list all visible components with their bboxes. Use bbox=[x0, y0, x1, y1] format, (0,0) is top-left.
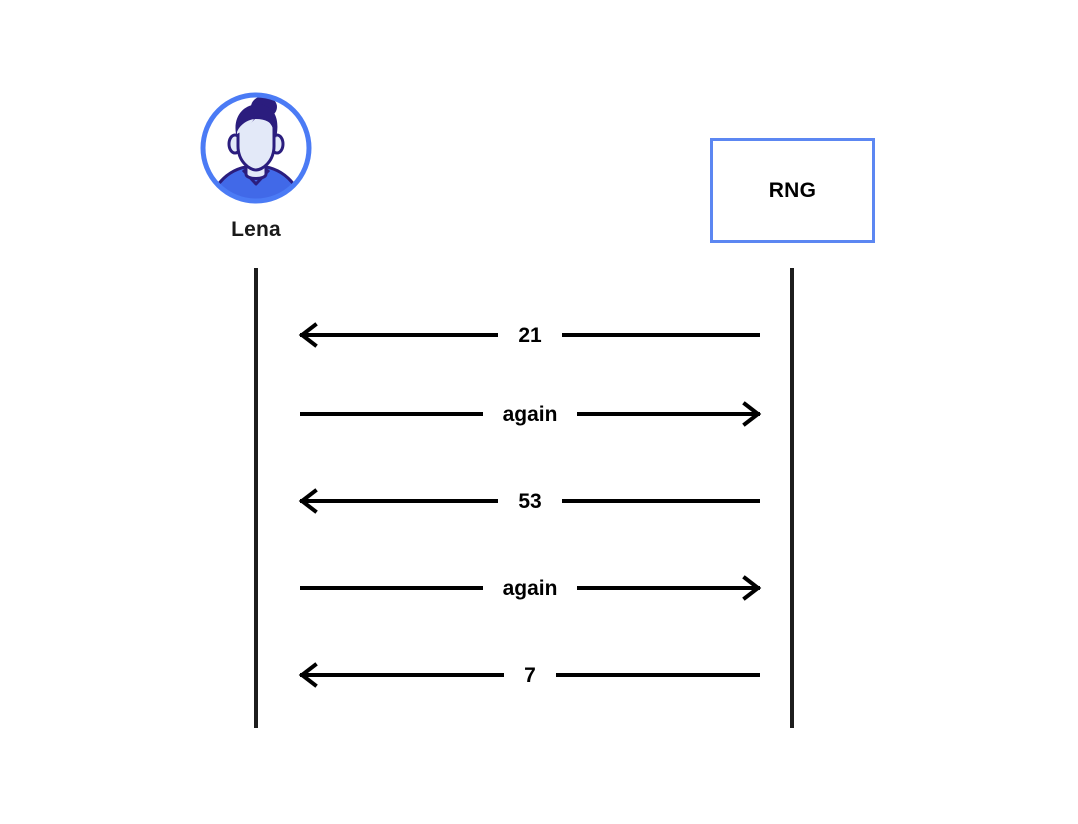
message-line-left bbox=[298, 662, 505, 688]
message-line-left bbox=[300, 586, 483, 590]
arrowhead-right-icon bbox=[736, 575, 762, 601]
participant-label-lena: Lena bbox=[231, 218, 281, 241]
message-row[interactable]: again bbox=[300, 394, 762, 434]
arrowhead-left-icon bbox=[298, 322, 324, 348]
message-line-left bbox=[298, 488, 499, 514]
message-label: 7 bbox=[524, 663, 536, 687]
arrowhead-left-icon bbox=[298, 662, 324, 688]
message-label: 21 bbox=[518, 323, 542, 347]
arrowhead-right-icon bbox=[736, 401, 762, 427]
message-row[interactable]: 7 bbox=[298, 655, 760, 695]
lifeline-lena bbox=[254, 268, 258, 728]
lifeline-rng bbox=[790, 268, 794, 728]
message-label: 53 bbox=[518, 489, 542, 513]
message-row[interactable]: again bbox=[300, 568, 762, 608]
message-line-right bbox=[577, 575, 762, 601]
user-avatar-icon bbox=[200, 92, 312, 204]
arrowhead-left-icon bbox=[298, 488, 324, 514]
message-line-left bbox=[298, 322, 499, 348]
message-line-right bbox=[555, 673, 760, 677]
message-row[interactable]: 21 bbox=[298, 315, 761, 355]
message-row[interactable]: 53 bbox=[298, 481, 761, 521]
message-line-right bbox=[561, 499, 761, 503]
message-line-right bbox=[561, 333, 761, 337]
message-line-right bbox=[577, 401, 762, 427]
participant-rng[interactable]: RNG bbox=[710, 138, 875, 243]
message-label: again bbox=[502, 402, 558, 426]
participant-label-rng: RNG bbox=[768, 178, 817, 202]
participant-lena[interactable]: Lena bbox=[196, 88, 316, 242]
message-line-left bbox=[300, 412, 483, 416]
message-label: again bbox=[502, 576, 558, 600]
